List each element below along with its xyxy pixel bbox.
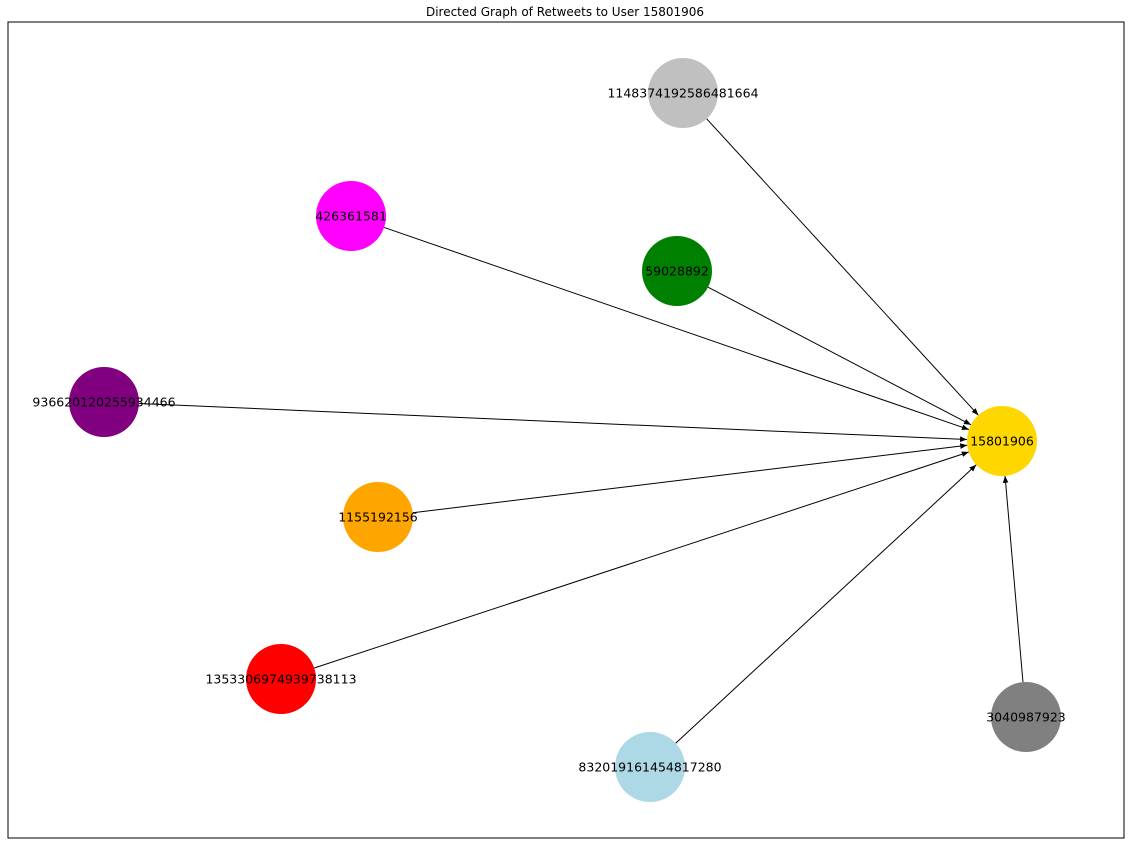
node-15801906: 15801906 — [967, 406, 1037, 476]
node-circle — [69, 367, 139, 437]
node-circle — [642, 236, 712, 306]
node-936620120255934466: 936620120255934466 — [32, 367, 176, 437]
node-label: 59028892 — [645, 264, 709, 279]
node-circle — [615, 732, 685, 802]
nodes-layer: 15801906 1148374192586481664 426361581 5902… — [32, 58, 1066, 802]
edge-1353306974939738113-to-15801906 — [314, 451, 969, 669]
node-426361581: 426361581 — [315, 181, 387, 251]
node-label: 832019161454817280 — [578, 760, 721, 775]
node-832019161454817280: 832019161454817280 — [578, 732, 722, 802]
plot-frame — [7, 21, 1125, 839]
edge-59028892-to-15801906 — [707, 286, 972, 426]
node-label: 1353306974939738113 — [205, 672, 356, 687]
node-label: 426361581 — [315, 209, 387, 224]
node-1353306974939738113: 1353306974939738113 — [205, 644, 357, 714]
node-circle — [316, 181, 386, 251]
edge-426361581-to-15801906 — [383, 226, 970, 431]
node-circle — [967, 406, 1037, 476]
node-label: 1155192156 — [338, 510, 418, 525]
node-circle — [991, 682, 1061, 752]
edge-936620120255934466-to-15801906 — [138, 403, 968, 442]
edge-3040987923-to-15801906 — [1002, 475, 1024, 683]
node-label: 3040987923 — [986, 710, 1066, 725]
node-circle — [343, 482, 413, 552]
node-label: 15801906 — [970, 434, 1034, 449]
figure-title: Directed Graph of Retweets to User 15801… — [425, 5, 705, 19]
node-label: 1148374192586481664 — [607, 86, 758, 101]
node-1155192156: 1155192156 — [338, 482, 418, 552]
node-circle — [246, 644, 316, 714]
node-1148374192586481664: 1148374192586481664 — [607, 58, 759, 128]
node-label: 936620120255934466 — [32, 395, 175, 410]
edge-1148374192586481664-to-15801906 — [706, 118, 979, 416]
edge-832019161454817280-to-15801906 — [675, 464, 977, 744]
node-circle — [648, 58, 718, 128]
edge-1155192156-to-15801906 — [412, 443, 968, 514]
node-59028892: 59028892 — [642, 236, 712, 306]
edges-layer — [138, 118, 1024, 744]
node-3040987923: 3040987923 — [986, 682, 1066, 752]
